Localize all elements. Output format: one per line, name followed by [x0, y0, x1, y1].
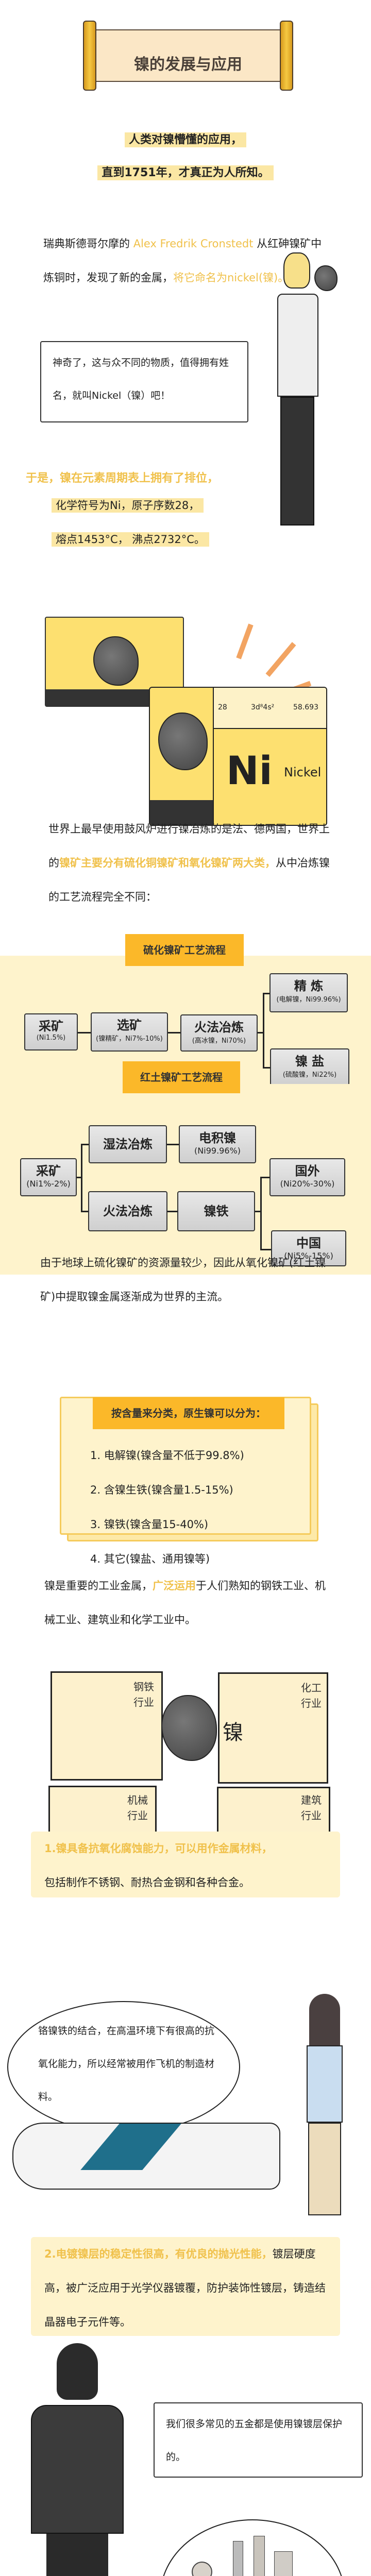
nickel-ore-icon: [314, 265, 338, 291]
nut-icon: [192, 2562, 212, 2576]
man-pants: [46, 2534, 108, 2576]
flow-node-pyro: 火法冶炼(高冰镍，Ni70%): [180, 1014, 258, 1052]
flow-branch: [260, 1177, 262, 1250]
flow-node-ferronickel: 镍铁: [177, 1191, 255, 1231]
scroll-paper: [95, 29, 281, 82]
flow-arrow: [168, 1032, 180, 1033]
atomic-number: 28: [218, 703, 227, 711]
periodic-intro: 于是，镍在元素周期表上拥有了排位，: [26, 472, 219, 485]
flow-branch: [81, 1144, 82, 1212]
airplane-illustration: [12, 2117, 301, 2190]
hardware-thought-bubble: [160, 2519, 345, 2576]
flow-arrow: [167, 1211, 177, 1212]
man-hair: [57, 2343, 98, 2400]
sparkle-icon: [236, 623, 254, 659]
nickel-ore-icon: [161, 1695, 217, 1761]
flow-arrow: [81, 1211, 88, 1212]
page-title: 镍的发展与应用: [134, 56, 242, 74]
scientist-illustration: [268, 252, 338, 533]
laterite-flow-title: 红土镍矿工艺流程: [123, 1061, 240, 1093]
element-symbol: Ni: [226, 748, 273, 793]
classification-title: 按含量来分类，原生镍可以分为：: [93, 1397, 284, 1429]
classification-list: 1. 电解镍(镍含量不低于99.8%) 2. 含镍生铁(镍含量1.5-15%) …: [61, 1398, 310, 1577]
flow-arrow: [81, 1144, 89, 1145]
intro-line-1: 人类对镍懵懂的应用，: [0, 124, 371, 157]
list-item: 3. 镍铁(镍含量15-40%): [90, 1518, 209, 1531]
scientist-pants: [280, 397, 314, 526]
smelting-paragraph: 世界上最早使用鼓风炉进行镍冶炼的是法、德两国，世界上的镍矿主要分有硫化铜镍矿和氧…: [48, 823, 330, 903]
flow-node-refining: 精 炼(电解镍，Ni99.96%): [269, 973, 348, 1012]
bolt-icon: [254, 2536, 265, 2576]
flow-arrow: [167, 1144, 179, 1145]
flow-arrow: [258, 1032, 264, 1033]
scroll-roll-right: [280, 21, 293, 91]
industry-paragraph: 镍是重要的工业金属，广泛运用于人们熟知的钢铁工业、机械工业、建筑业和化学工业中。: [44, 1580, 326, 1626]
list-item: 4. 其它(镍盐、通用镍等): [90, 1553, 210, 1565]
element-image-cell: [150, 688, 214, 825]
woman-hair: [309, 1994, 340, 2050]
use-2-card: 2.电镀镍层的稳定性很高，有优良的抛光性能，镀层硬度高，被广泛应用于光学仪器镀覆…: [31, 2237, 340, 2336]
panel-chemical: 化工 行业: [218, 1672, 328, 1784]
sparkle-icon: [265, 642, 296, 677]
atomic-mass: 58.693: [293, 703, 318, 711]
nickel-ore-icon: [93, 636, 139, 686]
woman-shirt: [307, 2045, 343, 2123]
flow-branch: [263, 993, 264, 1067]
flow-node-electrowon: 电积镍(Ni99.96%): [179, 1125, 256, 1163]
woman-illustration: [304, 1994, 345, 2221]
flow-arrow: [260, 1177, 269, 1178]
speech-bubble-2: 铬镍铁的结合，在高温环境下有很高的抗氧化能力，所以经常被用作飞机的制造材料。: [7, 2001, 240, 2133]
scroll-roll-left: [83, 21, 96, 91]
electron-config: 3d⁸4s²: [251, 703, 275, 711]
flow-node-mining: 采矿(Ni1.5%): [24, 1013, 78, 1050]
flow-node-beneficiation: 选矿(镍精矿，Ni7%-10%): [91, 1012, 168, 1052]
panel-steel: 钢铁 行业: [50, 1671, 163, 1781]
flow-node-pyro: 火法冶炼: [88, 1191, 167, 1231]
flow-node-nickel-salt: 镍 盐(硫酸镍，Ni22%): [270, 1048, 349, 1086]
element-facts-1: 化学符号为Ni，原子序数28，: [52, 488, 204, 522]
bolt-icon: [233, 2541, 243, 2576]
flow-node-overseas: 国外(Ni20%-30%): [269, 1158, 345, 1196]
title-banner: 镍的发展与应用: [81, 16, 295, 95]
sulfide-flowchart: 采矿(Ni1.5%) 选矿(镍精矿，Ni7%-10%) 火法冶炼(高冰镍，Ni7…: [0, 956, 371, 1100]
flow-node-hydro: 湿法冶炼: [89, 1125, 167, 1163]
flow-node-china: 中国(Ni5%-15%): [271, 1230, 346, 1266]
laterite-flowchart: 采矿(Ni1%-2%) 湿法冶炼 电积镍(Ni99.96%) 火法冶炼 镍铁 国…: [0, 1084, 371, 1275]
discoverer-name: Alex Fredrik Cronstedt: [133, 238, 254, 250]
list-item: 1. 电解镍(镍含量不低于99.8%): [90, 1449, 244, 1462]
discovery-paragraph: 瑞典斯德哥尔摩的 Alex Fredrik Cronstedt 从红砷镍矿中炼铜…: [43, 238, 322, 284]
element-header: 28 3d⁸4s² 58.693: [214, 688, 326, 729]
sulfide-flow-title: 硫化镍矿工艺流程: [125, 934, 244, 966]
nickel-handwritten-label: 镍: [223, 1721, 243, 1744]
element-name: Nickel: [284, 765, 322, 779]
flow-arrow: [77, 1177, 82, 1178]
man-suit: [31, 2405, 124, 2534]
flow-arrow: [255, 1211, 261, 1212]
flow-node-mining: 采矿(Ni1%-2%): [20, 1158, 77, 1196]
speech-bubble-1: 神奇了，这与众不同的物质，值得拥有姓名，就叫Nickel（镍）吧！: [40, 341, 248, 422]
intro-line-2: 直到1751年，才真正为人所知。: [0, 157, 371, 190]
element-facts-2: 熔点1453°C， 沸点2732°C。: [52, 522, 209, 556]
list-item: 2. 含镍生铁(镍含量1.5-15%): [90, 1484, 233, 1496]
flow-arrow: [78, 1032, 91, 1033]
flow-arrow: [263, 993, 269, 994]
speech-bubble-3: 我们很多常见的五金都是使用镍镀层保护的。: [154, 2402, 363, 2478]
scientist-coat: [277, 294, 318, 397]
woman-pants: [308, 2123, 341, 2215]
element-card: 28 3d⁸4s² 58.693 Ni Nickel: [149, 687, 327, 826]
flow-arrow: [263, 1067, 270, 1069]
bolt-icon: [274, 2551, 293, 2576]
mainstream-paragraph: 由于地球上硫化镍矿的资源量较少，因此从氧化镍矿(红土镍矿)中提取镍金属逐渐成为世…: [40, 1257, 326, 1303]
man-illustration: [26, 2343, 124, 2576]
flow-arrow: [260, 1249, 271, 1250]
use-1-card: 1.镍具备抗氧化腐蚀能力，可以用作金属材料，包括制作不锈钢、耐热合金钢和各种合金…: [31, 1832, 340, 1897]
cell-base: [150, 800, 213, 825]
scientist-head: [283, 252, 310, 289]
nickel-ore-icon: [158, 713, 208, 770]
